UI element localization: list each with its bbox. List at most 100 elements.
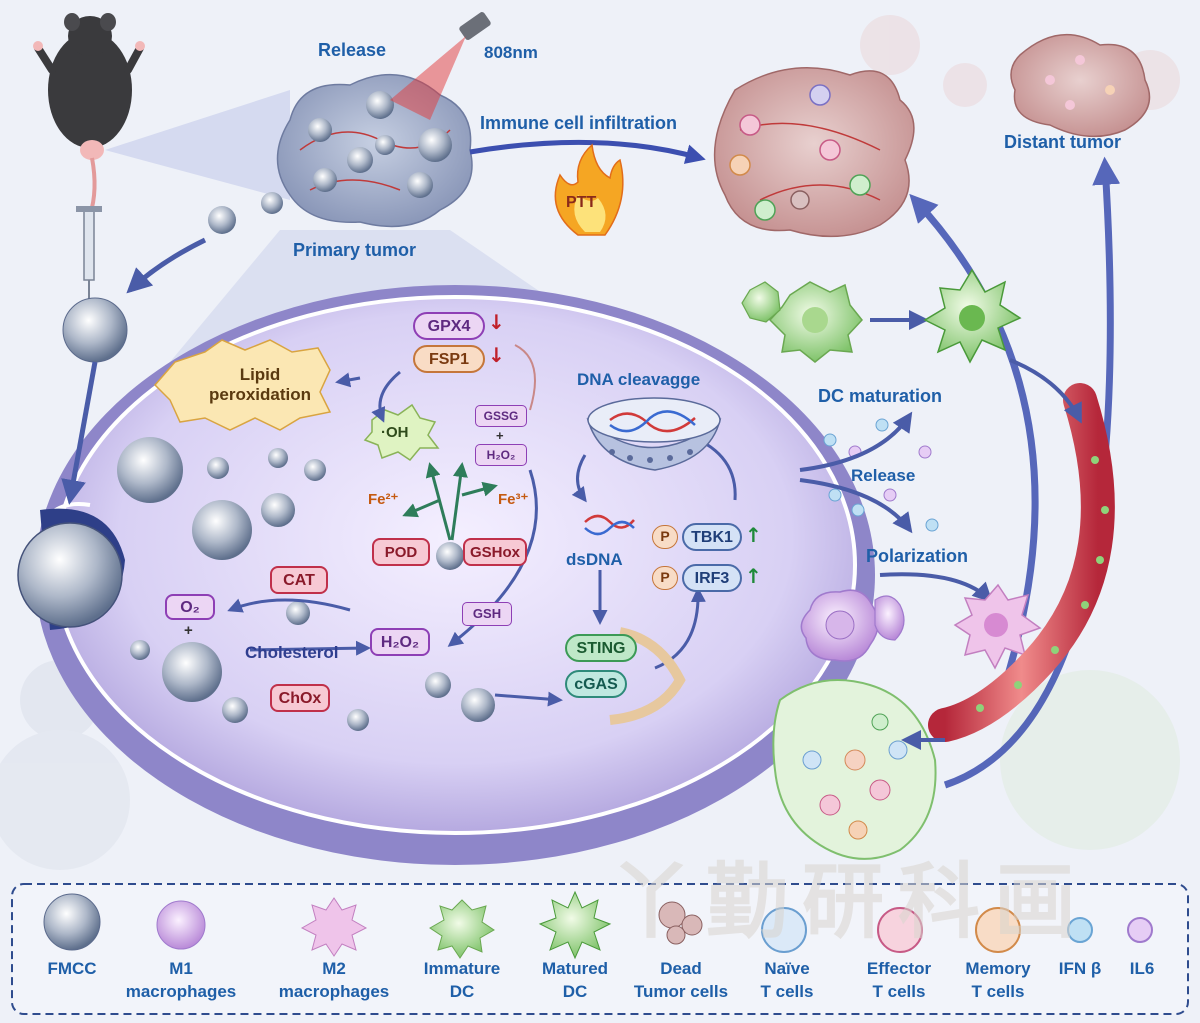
lipid-peroxidation-burst	[153, 339, 332, 431]
laser-device	[390, 12, 491, 120]
zoom-cone-primary	[105, 90, 290, 200]
legend-immature-dc-icon	[429, 899, 495, 959]
lipid-line1: Lipid	[239, 365, 281, 384]
cholesterol-label: Cholesterol	[245, 643, 339, 662]
legend-naive-line1: Naïve	[764, 959, 810, 978]
legend-m2-icon	[300, 897, 368, 957]
cat-box: CAT	[270, 566, 328, 594]
legend-m1-line2: macrophages	[125, 982, 237, 1001]
irf3-pill: IRF3	[682, 564, 742, 592]
h2o2-box: H₂O₂	[370, 628, 430, 656]
legend-dead-line2: Tumor cells	[633, 982, 729, 1001]
legend-label-effector-t: Effector T cells	[839, 957, 959, 1003]
legend-dead-tumor-icon	[658, 901, 703, 945]
legend-effector-line2: T cells	[872, 982, 926, 1001]
legend-m2-line1: M2	[322, 959, 346, 978]
legend-immature-line2: DC	[449, 982, 475, 1001]
er-membrane	[609, 627, 686, 725]
ptt-flame	[554, 143, 624, 236]
legend-il6-icon	[1127, 917, 1153, 943]
dsdna-label: dsDNA	[566, 550, 623, 569]
tbk1-pill: TBK1	[682, 523, 742, 551]
endocytosis-pocket	[17, 508, 125, 630]
legend-memory-line1: Memory	[965, 959, 1031, 978]
legend-naive-t-icon	[761, 907, 807, 953]
distant-tumor	[1010, 33, 1151, 138]
arrow-immune-infiltration	[469, 139, 706, 164]
gpx4-pill: GPX4	[413, 312, 485, 340]
h2o2-small-box: H₂O₂	[475, 444, 527, 466]
tbk1-up-arrow: ↑	[745, 523, 762, 547]
lymph-node	[772, 679, 937, 860]
plus-sign-2: +	[184, 622, 193, 639]
lipid-line2: peroxidation	[208, 385, 311, 404]
phospho-irf3-marker: P	[652, 566, 678, 590]
cytokine-particles	[823, 418, 939, 532]
gsh-box: GSH	[462, 602, 512, 626]
dc-maturation-label: DC maturation	[818, 386, 943, 406]
legend-naive-line2: T cells	[760, 982, 814, 1001]
legend-effector-line1: Effector	[866, 959, 932, 978]
fe3-label: Fe³⁺	[498, 491, 529, 508]
legend-label-ifnb: IFN β	[1020, 957, 1140, 980]
released-nanoparticles	[208, 192, 283, 234]
distant-tumor-label: Distant tumor	[1004, 132, 1121, 152]
arrow-release-up	[799, 411, 913, 472]
phospho-tbk1-marker: P	[652, 525, 678, 549]
dna-cleavage-label: DNA cleavagge	[577, 370, 701, 389]
immature-dc-group	[741, 281, 863, 363]
fmcc-particle-outside	[62, 297, 128, 363]
legend-ifnb-line1: IFN β	[1058, 959, 1102, 978]
fsp1-down-arrow: ↓	[488, 343, 505, 367]
hydroxyl-radical-label: ·OH	[381, 424, 409, 441]
watermark: 丫勤研科画	[610, 854, 1091, 950]
o2-box: O₂	[165, 594, 215, 620]
blood-vessel	[928, 383, 1115, 742]
legend-ifnb-icon	[1067, 917, 1093, 943]
arrow-dc-to-vessel	[1009, 358, 1082, 424]
primary-tumor	[276, 73, 473, 228]
legend-effector-t-icon	[877, 907, 923, 953]
irf3-up-arrow: ↑	[745, 564, 762, 588]
infiltrated-tumor	[713, 67, 915, 238]
legend-icons	[43, 890, 1153, 960]
dsdna-fragment	[584, 514, 635, 536]
gssg-box: GSSG	[475, 405, 527, 427]
arrow-release-to-fmcc	[126, 237, 207, 294]
matured-dc	[923, 268, 1022, 364]
intracellular-nanoparticles	[117, 437, 495, 731]
fe2-label: Fe²⁺	[368, 491, 399, 508]
legend-label-naive-t: Naïve T cells	[727, 957, 847, 1003]
legend-matured-line1: Matured	[541, 959, 609, 978]
laser-808nm-label: 808nm	[484, 43, 538, 62]
m2-macrophage	[953, 583, 1042, 670]
lipid-peroxidation-label: Lipid peroxidation	[205, 365, 315, 405]
plus-sign-1: +	[496, 428, 504, 443]
ptt-label: PTT	[566, 194, 597, 211]
arrow-release-down	[799, 478, 913, 534]
legend-dead-line1: Dead	[660, 959, 702, 978]
legend-m2-line2: macrophages	[278, 982, 390, 1001]
fsp1-pill: FSP1	[413, 345, 485, 373]
sting-pill: STING	[565, 634, 637, 662]
primary-tumor-label: Primary tumor	[293, 240, 417, 260]
arrow-uptake	[61, 361, 98, 505]
arrow-polarization	[879, 572, 993, 603]
chox-box: ChOx	[270, 684, 330, 712]
polarization-label: Polarization	[866, 546, 969, 566]
nucleus-dna-cleavage	[586, 397, 722, 471]
legend-il6-line1: IL6	[1129, 959, 1155, 978]
mouse-illustration	[33, 13, 145, 216]
syringe-illustration	[76, 206, 102, 300]
release-label: Release	[318, 40, 387, 60]
legend-label-fmcc: FMCC	[12, 957, 132, 980]
legend-memory-line2: T cells	[971, 982, 1025, 1001]
gshox-box: GSHox	[463, 538, 527, 566]
legend-label-m2: M2 macrophages	[274, 957, 394, 1003]
legend-matured-line2: DC	[562, 982, 588, 1001]
legend-memory-t-icon	[975, 907, 1021, 953]
